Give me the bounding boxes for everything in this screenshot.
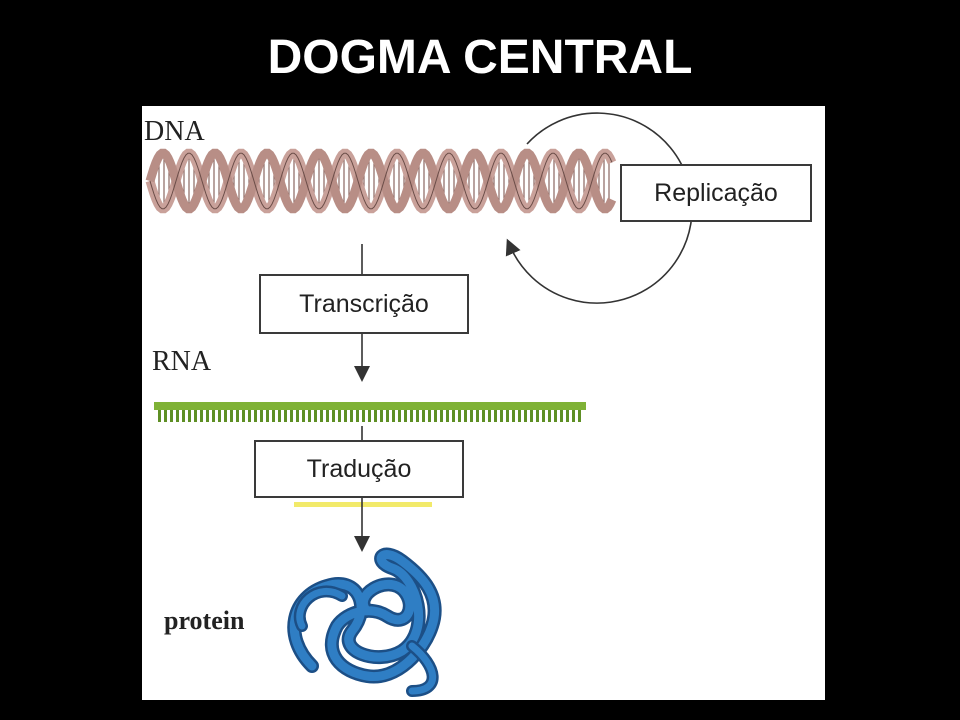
rna-base — [440, 410, 443, 422]
rna-base — [572, 410, 575, 422]
rna-base — [344, 410, 347, 422]
rna-base — [554, 410, 557, 422]
rna-base — [476, 410, 479, 422]
rna-base — [374, 410, 377, 422]
protein-structure — [287, 547, 442, 697]
replication-box: Replicação — [620, 164, 812, 222]
rna-base — [404, 410, 407, 422]
rna-base — [452, 410, 455, 422]
rna-base — [392, 410, 395, 422]
slide-title: DOGMA CENTRAL — [267, 31, 693, 84]
rna-base — [458, 410, 461, 422]
rna-base — [176, 410, 179, 422]
rna-base — [434, 410, 437, 422]
rna-base — [194, 410, 197, 422]
rna-label: RNA — [152, 346, 212, 377]
rna-base — [368, 410, 371, 422]
rna-base — [482, 410, 485, 422]
rna-base — [398, 410, 401, 422]
rna-base — [266, 410, 269, 422]
rna-base — [200, 410, 203, 422]
rna-base — [350, 410, 353, 422]
rna-base — [362, 410, 365, 422]
rna-base — [566, 410, 569, 422]
translation-box: Tradução — [254, 440, 464, 498]
rna-base — [308, 410, 311, 422]
rna-base — [494, 410, 497, 422]
transcription-box: Transcrição — [259, 274, 469, 334]
rna-base — [470, 410, 473, 422]
rna-base — [416, 410, 419, 422]
rna-base — [320, 410, 323, 422]
rna-base — [518, 410, 521, 422]
rna-base — [338, 410, 341, 422]
rna-base — [218, 410, 221, 422]
rna-strand — [154, 402, 586, 422]
rna-base — [164, 410, 167, 422]
rna-base — [206, 410, 209, 422]
rna-base — [272, 410, 275, 422]
protein-label: protein — [164, 606, 245, 635]
rna-base — [170, 410, 173, 422]
dna-label: DNA — [144, 116, 205, 147]
rna-base — [578, 410, 581, 422]
rna-base — [410, 410, 413, 422]
rna-base — [380, 410, 383, 422]
rna-base — [260, 410, 263, 422]
rna-base — [314, 410, 317, 422]
rna-base — [212, 410, 215, 422]
rna-base — [230, 410, 233, 422]
rna-base — [224, 410, 227, 422]
rna-base — [158, 410, 161, 422]
diagram-graphics — [145, 112, 693, 697]
rna-base — [254, 410, 257, 422]
rna-base — [560, 410, 563, 422]
rna-base — [512, 410, 515, 422]
dna-helix — [145, 148, 617, 214]
rna-base — [506, 410, 509, 422]
replication-cycle-arrow — [505, 112, 693, 304]
rna-base — [236, 410, 239, 422]
rna-base — [500, 410, 503, 422]
rna-base — [422, 410, 425, 422]
rna-base — [542, 410, 545, 422]
rna-base — [296, 410, 299, 422]
rna-base — [242, 410, 245, 422]
rna-base — [182, 410, 185, 422]
rna-base — [536, 410, 539, 422]
rna-base — [386, 410, 389, 422]
diagram-panel: DNA RNA protein Replicação Transcrição T… — [142, 106, 825, 700]
rna-base — [446, 410, 449, 422]
rna-base — [524, 410, 527, 422]
rna-base — [548, 410, 551, 422]
translation-highlight — [294, 502, 432, 507]
rna-base — [428, 410, 431, 422]
rna-base — [326, 410, 329, 422]
rna-base — [530, 410, 533, 422]
rna-base — [284, 410, 287, 422]
rna-base — [290, 410, 293, 422]
rna-base — [488, 410, 491, 422]
rna-base — [332, 410, 335, 422]
rna-base — [188, 410, 191, 422]
rna-base — [464, 410, 467, 422]
rna-base — [356, 410, 359, 422]
rna-base — [248, 410, 251, 422]
rna-base — [278, 410, 281, 422]
rna-base — [302, 410, 305, 422]
